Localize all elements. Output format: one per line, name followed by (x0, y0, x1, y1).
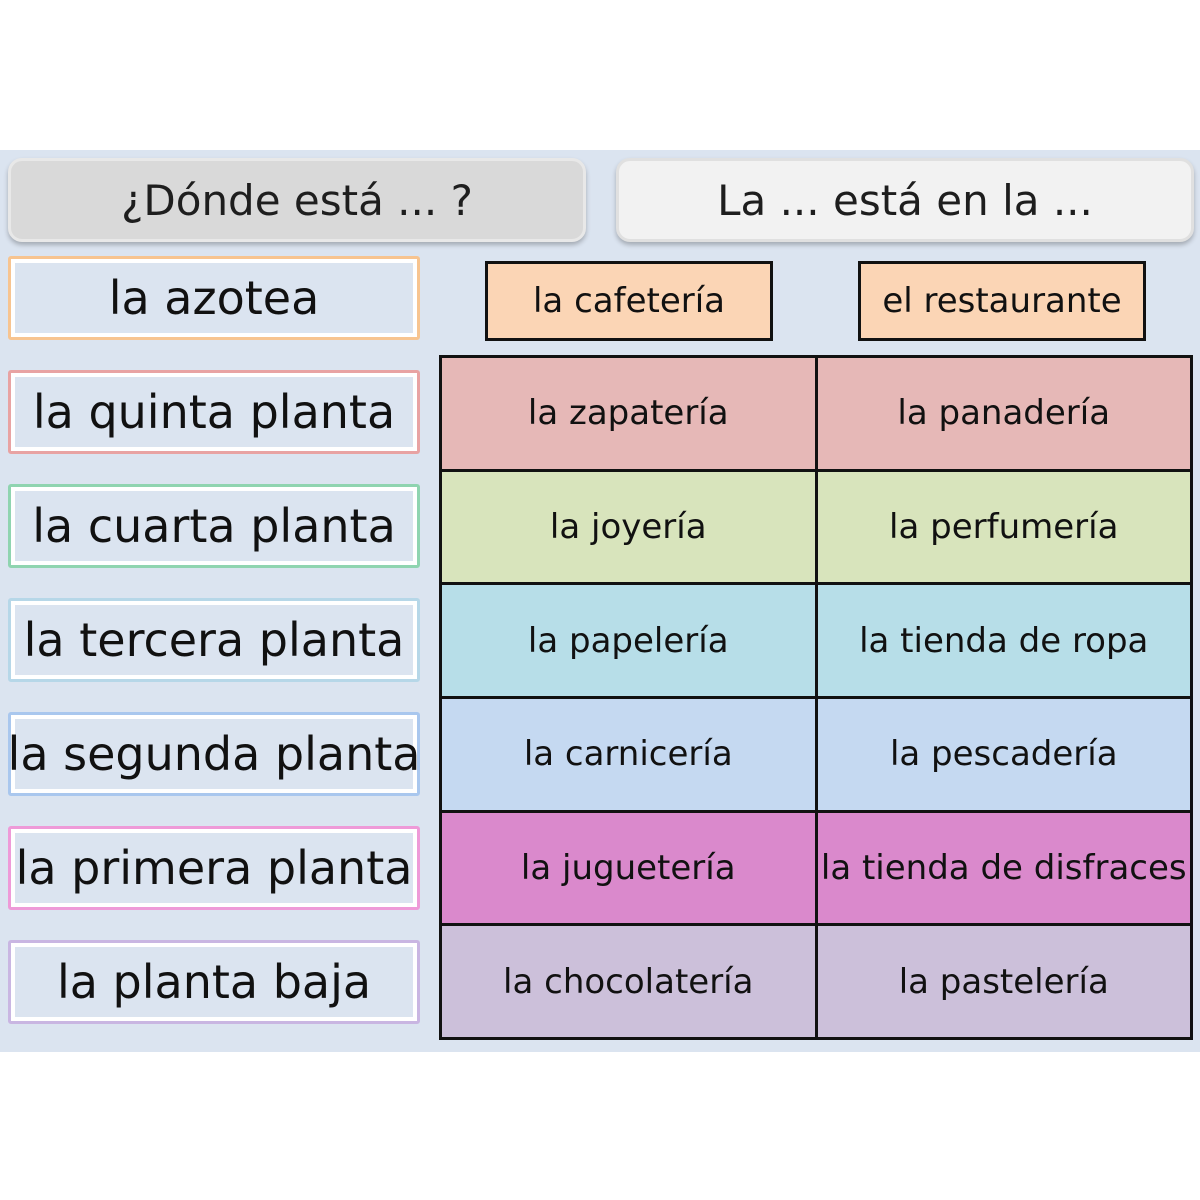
shop-cell: la panadería (817, 358, 1190, 469)
floor-label-quinta: la quinta planta (8, 370, 420, 454)
question-header: ¿Dónde está ... ? (8, 158, 586, 242)
floor-label-tercera: la tercera planta (8, 598, 420, 682)
shop-cafeteria: la cafetería (485, 261, 773, 341)
shop-cell: la carnicería (442, 698, 815, 810)
shop-cell: la papelería (442, 585, 815, 696)
shop-cell: la tienda de ropa (817, 585, 1190, 696)
shop-cell: la pescadería (817, 698, 1190, 810)
shop-cell: la joyería (442, 471, 815, 583)
shop-cell: la pastelería (817, 926, 1190, 1037)
shop-cell: la perfumería (817, 471, 1190, 583)
shop-cell: la juguetería (442, 812, 815, 924)
floor-label-azotea: la azotea (8, 256, 420, 340)
floor-label-baja: la planta baja (8, 940, 420, 1024)
shop-cell: la tienda de disfraces (817, 812, 1190, 924)
shop-restaurante: el restaurante (858, 261, 1146, 341)
shop-cell: la zapatería (442, 358, 815, 469)
floor-label-cuarta: la cuarta planta (8, 484, 420, 568)
shop-cell: la chocolatería (442, 926, 815, 1037)
shop-grid: la zapatería la panadería la joyería la … (439, 355, 1193, 1040)
answer-header: La ... está en la ... (616, 158, 1194, 242)
floor-label-segunda: la segunda planta (8, 712, 420, 796)
floor-label-primera: la primera planta (8, 826, 420, 910)
